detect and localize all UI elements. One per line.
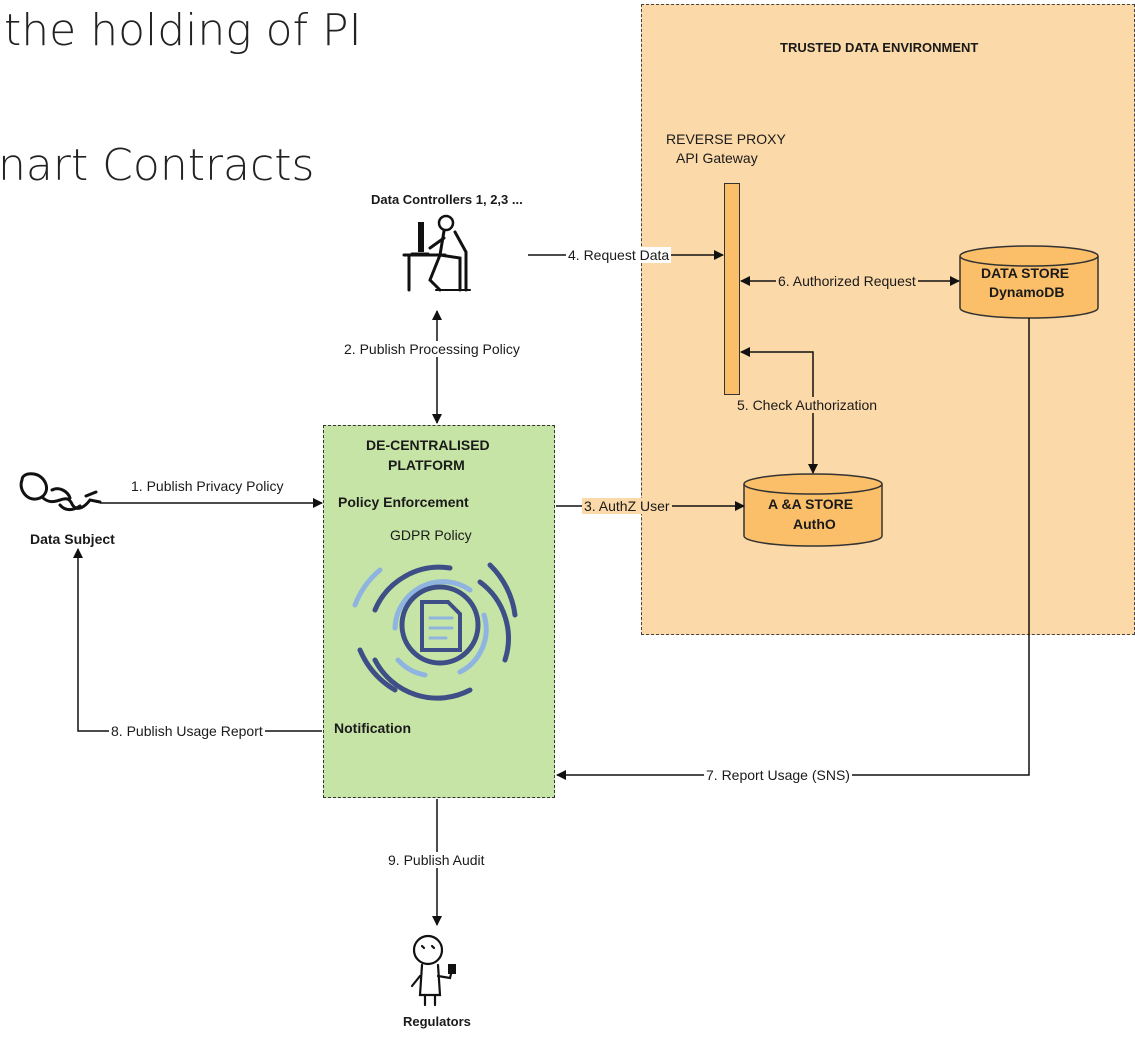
aa-store-sublabel: AuthO: [793, 516, 836, 532]
flow-8-arrow: [73, 548, 322, 732]
flow-7-label: 7. Report Usage (SNS): [704, 767, 852, 783]
flow-2-label: 2. Publish Processing Policy: [342, 341, 522, 357]
regulator-icon: [410, 934, 456, 1007]
data-subject-icon: [19, 472, 102, 512]
slide-title-line-2: nart Contracts: [0, 140, 315, 191]
flow-9-label: 9. Publish Audit: [386, 852, 487, 868]
flow-5-label: 5. Check Authorization: [735, 397, 880, 413]
flow-3-label: 3. AuthZ User: [582, 498, 672, 514]
policy-enforcement-label: Policy Enforcement: [338, 494, 469, 510]
flow-8-label: 8. Publish Usage Report: [109, 723, 265, 739]
proxy-sublabel: API Gateway: [676, 150, 758, 166]
aa-store-cylinder: [743, 473, 883, 547]
flow-1-label: 1. Publish Privacy Policy: [131, 478, 284, 494]
flow-4-label: 4. Request Data: [566, 247, 672, 263]
data-store-cylinder: [959, 245, 1099, 319]
regulators-label: Regulators: [403, 1014, 471, 1029]
flow-7-arrow: [556, 318, 1030, 780]
aa-store-label: A &A STORE: [768, 496, 854, 512]
data-controller-icon: [388, 214, 528, 302]
data-subject-label: Data Subject: [30, 531, 115, 547]
api-gateway-bar: [724, 183, 740, 395]
data-store-label: DATA STORE: [981, 265, 1070, 281]
gdpr-policy-label: GDPR Policy: [390, 527, 472, 543]
slide-title-line-1: the holding of PI: [4, 5, 362, 56]
data-controllers-label: Data Controllers 1, 2,3 ...: [371, 192, 523, 207]
document-logo-icon: [352, 562, 518, 701]
platform-title-line-1: DE-CENTRALISED: [366, 437, 490, 453]
proxy-label: REVERSE PROXY: [666, 131, 786, 147]
data-store-sublabel: DynamoDB: [989, 284, 1065, 300]
notification-label: Notification: [334, 720, 411, 736]
platform-title-line-2: PLATFORM: [388, 457, 465, 473]
trusted-env-title: TRUSTED DATA ENVIRONMENT: [780, 40, 979, 55]
trusted-data-environment: [641, 4, 1135, 635]
flow-6-label: 6. Authorized Request: [776, 273, 918, 289]
flow-5-arrow: [740, 347, 818, 474]
